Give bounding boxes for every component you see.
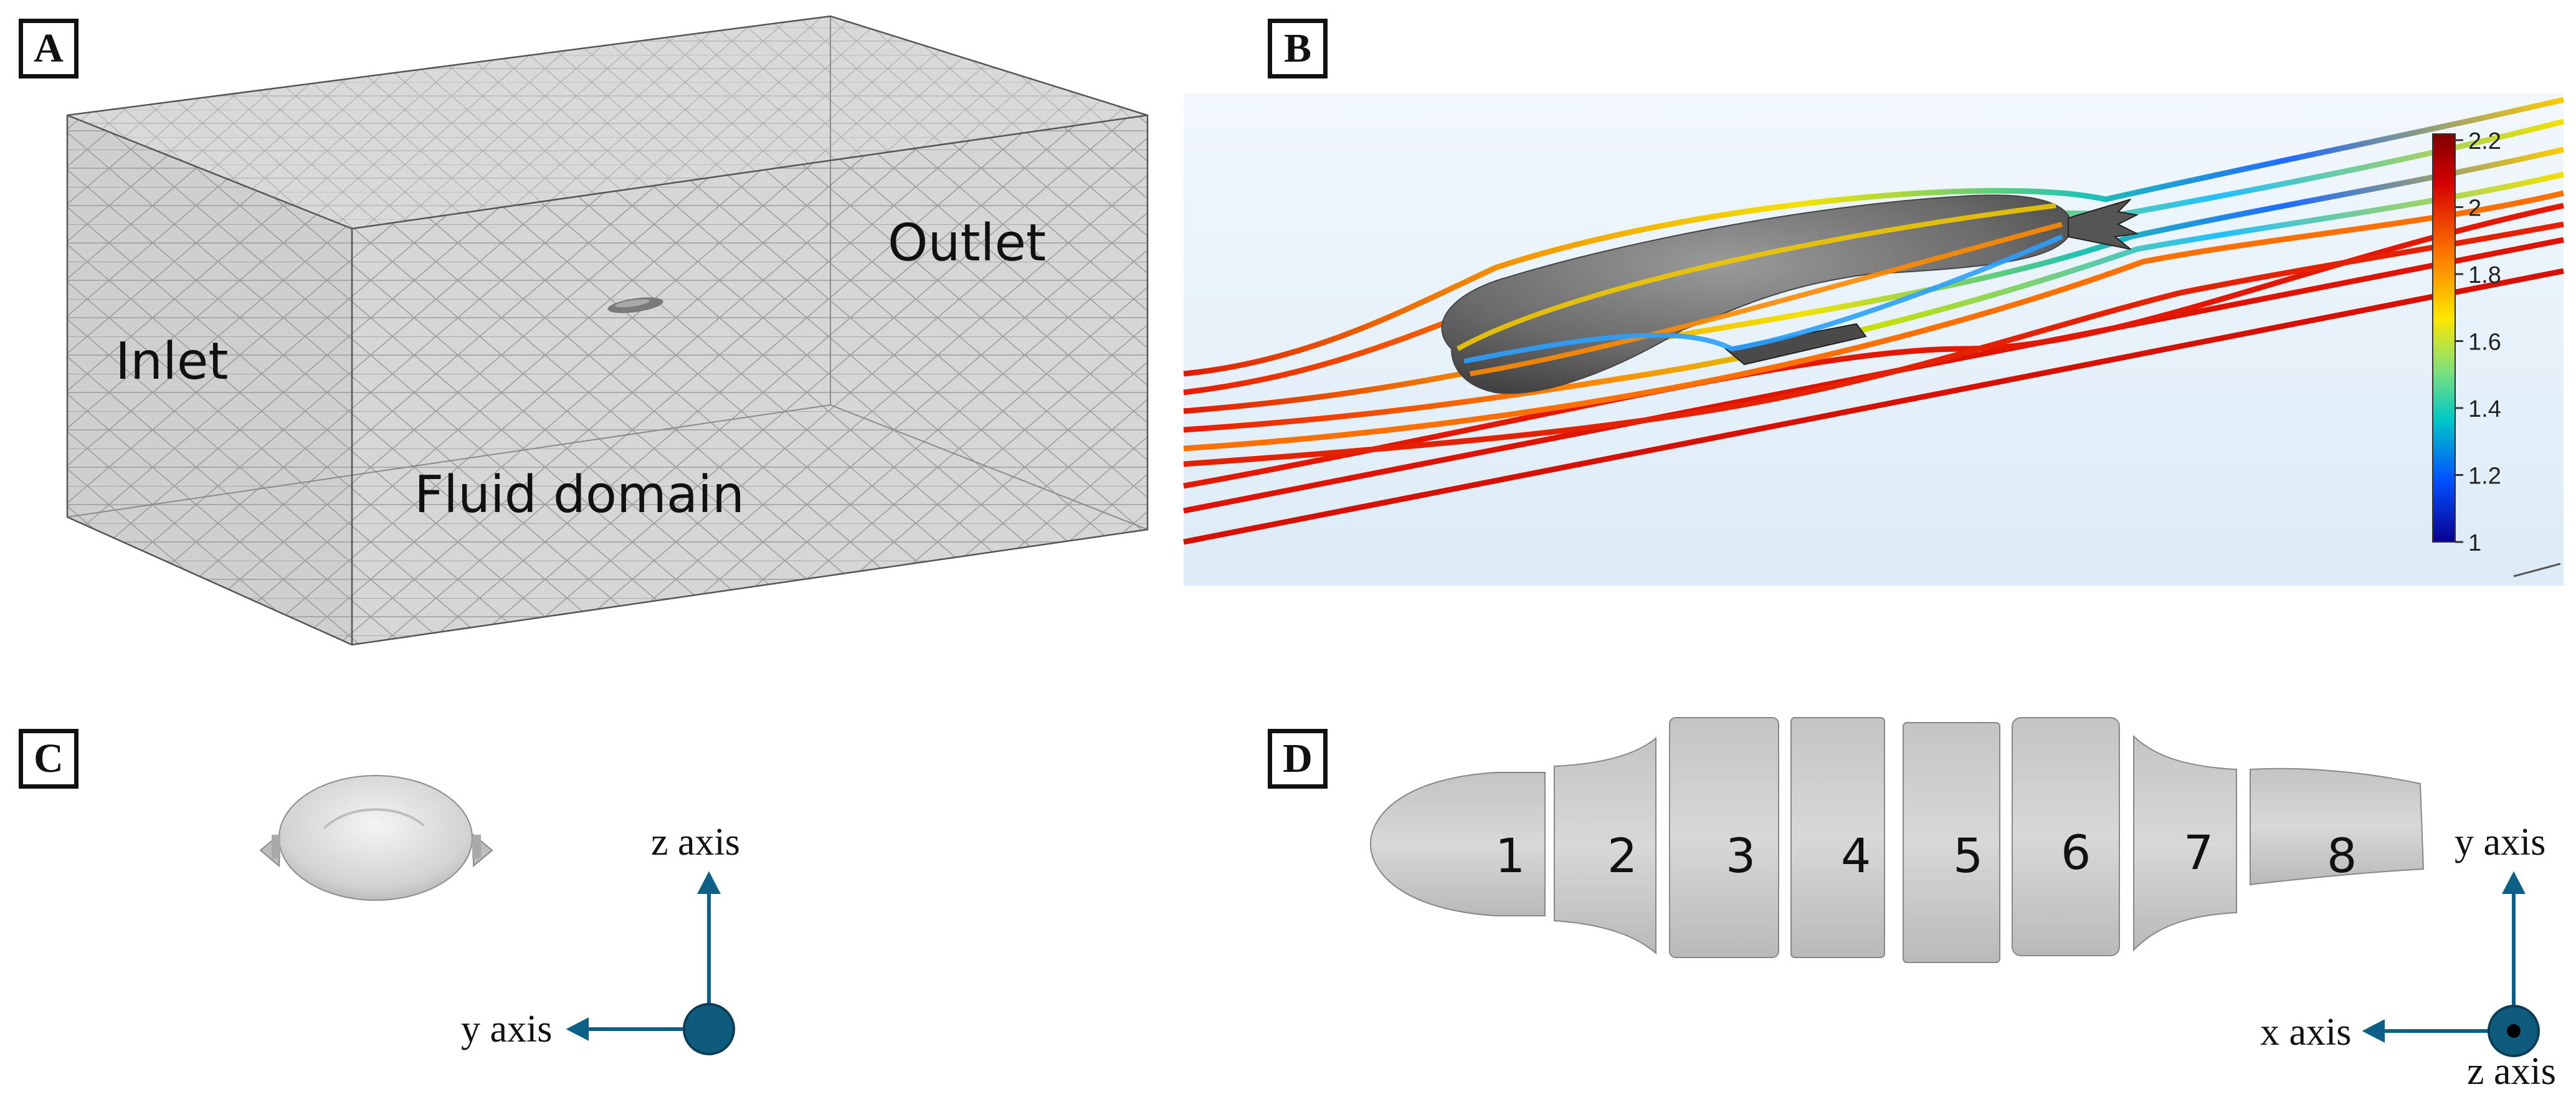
segment-6-shape [2012, 717, 2120, 956]
colorbar-tick-label: 1.6 [2468, 330, 2501, 356]
colorbar-tick-label: 2.2 [2468, 128, 2501, 154]
segment-label: 1 [1495, 828, 1525, 883]
segment-label: 7 [2184, 825, 2213, 880]
segment-1-shape [1369, 772, 1546, 916]
panel-d-top-view: 1 2 3 4 5 6 7 8 y axis x axis z axis [1369, 717, 2556, 1093]
colorbar-tick-label: 1.8 [2468, 262, 2501, 288]
segment-label: 4 [1841, 828, 1871, 883]
right-fin [472, 833, 493, 868]
panel-b-letter: B [1268, 19, 1328, 78]
z-axis-label: z axis [2467, 1050, 2556, 1093]
fish-side-fin [1724, 323, 1867, 366]
x-axis-label: x axis [2260, 1011, 2351, 1053]
segment-label: 6 [2061, 825, 2091, 880]
y-axis-label: y axis [2455, 821, 2545, 863]
segment-3-shape [1669, 717, 1779, 958]
panel-d-axes [2362, 871, 2526, 1043]
segment-2-shape [1554, 736, 1656, 955]
panel-b-streamlines: 2.2 2 1.8 1.6 1.4 1.2 1 [1183, 93, 2565, 586]
colorbar-tick-label: 1 [2468, 530, 2481, 556]
segment-label: 3 [1726, 828, 1756, 883]
fish-body-large [1441, 194, 2072, 394]
segment-label: 8 [2327, 828, 2357, 883]
panel-d-letter: D [1268, 729, 1328, 789]
panel-c-letter: C [19, 729, 78, 789]
segment-7-shape [2133, 734, 2237, 952]
panel-a-letter: A [19, 19, 78, 78]
left-fin [259, 833, 280, 868]
fish-front-body [278, 775, 473, 901]
colorbar-ticks: 2.2 2 1.8 1.6 1.4 1.2 1 [2455, 128, 2501, 556]
colorbar-tick-label: 1.4 [2468, 396, 2501, 422]
fluid-domain-label: Fluid domain [414, 465, 744, 525]
panel-c-origin [683, 1003, 735, 1055]
panel-c-axes [566, 871, 721, 1041]
colorbar-tick-label: 1.2 [2468, 463, 2501, 490]
segment-label: 5 [1953, 828, 1983, 883]
segment-label: 2 [1607, 828, 1637, 883]
segment-5-shape [1903, 722, 2000, 963]
colorbar-tick-label: 2 [2468, 196, 2481, 222]
fish-tail [2068, 199, 2139, 250]
panel-a-domain: Inlet Outlet Fluid domain [66, 15, 1149, 646]
colorbar [2432, 133, 2456, 543]
segment-4-shape [1790, 717, 1885, 958]
inlet-label: Inlet [115, 332, 229, 391]
outlet-label: Outlet [888, 214, 1046, 273]
y-axis-label: y axis [461, 1008, 552, 1050]
z-axis-label: z axis [651, 821, 740, 863]
panel-c-front-view: z axis y axis [259, 775, 740, 1055]
segment-8-shape [2250, 767, 2425, 886]
